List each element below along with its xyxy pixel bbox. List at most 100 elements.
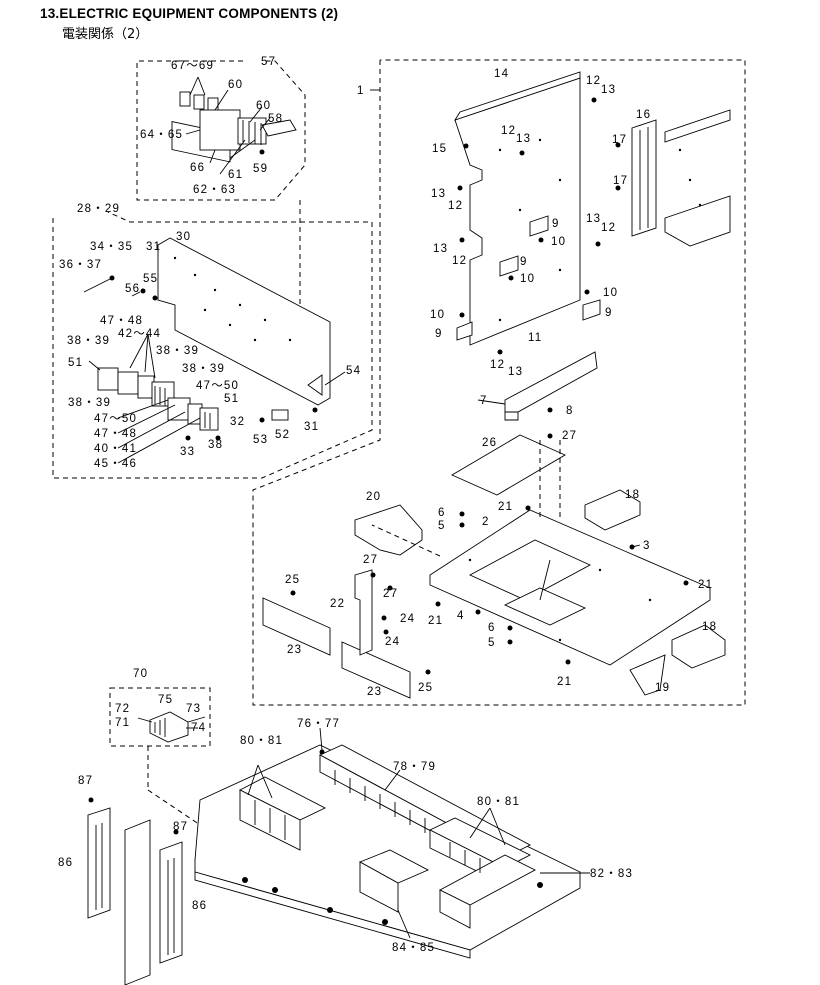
callout-13: 13 — [433, 243, 448, 255]
callout-32: 32 — [230, 416, 245, 428]
callout-12: 12 — [490, 359, 505, 371]
page-subtitle: 電装関係（2） — [62, 27, 149, 42]
callout-38-39: 38・39 — [67, 335, 110, 347]
callout-87: 87 — [173, 821, 188, 833]
callout-24: 24 — [385, 636, 400, 648]
callout-74: 74 — [191, 722, 206, 734]
callout-60: 60 — [228, 79, 243, 91]
callout-9: 9 — [605, 307, 613, 319]
callout-55: 55 — [143, 273, 158, 285]
callout-9: 9 — [552, 218, 560, 230]
callout-21: 21 — [557, 676, 572, 688]
callout-18: 18 — [625, 489, 640, 501]
callout-80-81: 80・81 — [477, 796, 520, 808]
callout-27: 27 — [562, 430, 577, 442]
callout-58: 58 — [268, 113, 283, 125]
callout-87: 87 — [78, 775, 93, 787]
callout-38: 38 — [208, 439, 223, 451]
callout-10: 10 — [551, 236, 566, 248]
callout-60: 60 — [256, 100, 271, 112]
callout-1: 1 — [357, 85, 365, 97]
callout-2: 2 — [482, 516, 490, 528]
callout-78-79: 78・79 — [393, 761, 436, 773]
cabinet-base — [194, 744, 581, 959]
callout-27: 27 — [383, 588, 398, 600]
callout-11: 11 — [528, 332, 542, 344]
callout-34-35: 34・35 — [90, 241, 133, 253]
callout-13: 13 — [601, 84, 616, 96]
callout-14: 14 — [494, 68, 509, 80]
callout-21: 21 — [498, 501, 513, 513]
callout-52: 52 — [275, 429, 290, 441]
callout-13: 13 — [586, 213, 601, 225]
callout-38-39: 38・39 — [182, 363, 225, 375]
callout-73: 73 — [186, 703, 201, 715]
callout-25: 25 — [418, 682, 433, 694]
callout-6: 6 — [438, 507, 446, 519]
callout-57: 57 — [261, 56, 276, 68]
callout-21: 21 — [698, 579, 713, 591]
callout-47-50: 47～50 — [94, 413, 137, 425]
relay-assembly-57 — [171, 91, 297, 163]
callout-80-81: 80・81 — [240, 735, 283, 747]
callout-24: 24 — [400, 613, 415, 625]
callout-71: 71 — [115, 717, 130, 729]
callout-21: 21 — [428, 615, 443, 627]
callout-54: 54 — [346, 365, 361, 377]
callout-75: 75 — [158, 694, 173, 706]
base-plate-2 — [262, 434, 726, 699]
callout-25: 25 — [285, 574, 300, 586]
panel-30 — [83, 237, 331, 441]
callout-15: 15 — [432, 143, 447, 155]
callout-13: 13 — [431, 188, 446, 200]
callout-38-39: 38・39 — [68, 397, 111, 409]
callout-23: 23 — [287, 644, 302, 656]
callout-4: 4 — [457, 610, 465, 622]
callout-38-39: 38・39 — [156, 345, 199, 357]
callout-16: 16 — [636, 109, 651, 121]
callout-62-63: 62・63 — [193, 184, 236, 196]
callout-12: 12 — [501, 125, 516, 137]
callout-42-44: 42～44 — [118, 328, 161, 340]
callout-30: 30 — [176, 231, 191, 243]
callout-84-85: 84・85 — [392, 942, 435, 954]
callout-9: 9 — [435, 328, 443, 340]
callout-12: 12 — [601, 222, 616, 234]
callout-10: 10 — [603, 287, 618, 299]
callout-67-69: 67～69 — [171, 60, 214, 72]
callout-17: 17 — [613, 175, 628, 187]
callout-12: 12 — [452, 255, 467, 267]
callout-33: 33 — [180, 446, 195, 458]
callout-19: 19 — [655, 682, 670, 694]
callout-5: 5 — [488, 637, 496, 649]
callout-10: 10 — [430, 309, 445, 321]
callout-13: 13 — [516, 133, 531, 145]
callout-72: 72 — [115, 703, 130, 715]
callout-22: 22 — [330, 598, 345, 610]
callout-31: 31 — [304, 421, 319, 433]
callout-53: 53 — [253, 434, 268, 446]
callout-17: 17 — [612, 134, 627, 146]
callout-64-65: 64・65 — [140, 129, 183, 141]
callout-6: 6 — [488, 622, 496, 634]
callout-51: 51 — [224, 393, 239, 405]
callout-27: 27 — [363, 554, 378, 566]
callout-5: 5 — [438, 520, 446, 532]
mounting-plate-11 — [453, 71, 731, 439]
callout-82-83: 82・83 — [590, 868, 633, 880]
callout-8: 8 — [566, 405, 574, 417]
callout-45-46: 45・46 — [94, 458, 137, 470]
callout-3: 3 — [643, 540, 651, 552]
callout-20: 20 — [366, 491, 381, 503]
callout-86: 86 — [192, 900, 207, 912]
callout-23: 23 — [367, 686, 382, 698]
callout-47-50: 47～50 — [196, 380, 239, 392]
page-title: 13.ELECTRIC EQUIPMENT COMPONENTS (2) — [40, 6, 339, 21]
callout-7: 7 — [480, 395, 488, 407]
callout-66: 66 — [190, 162, 205, 174]
callout-86: 86 — [58, 857, 73, 869]
callout-12: 12 — [448, 200, 463, 212]
callout-18: 18 — [702, 621, 717, 633]
callout-76-77: 76・77 — [297, 718, 340, 730]
